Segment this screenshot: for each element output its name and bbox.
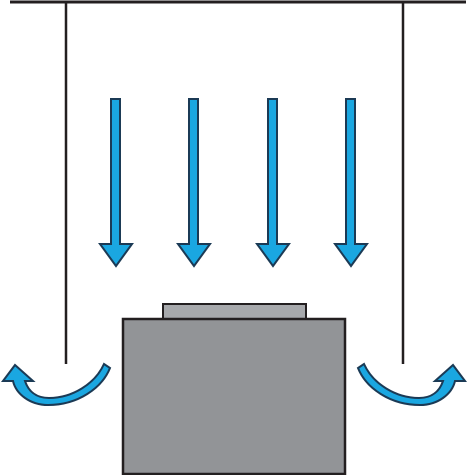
- right-return-arrow: [356, 362, 467, 407]
- downflow-arrow-3: [255, 98, 291, 268]
- downflow-arrow-2: [176, 98, 212, 268]
- equipment-body: [121, 317, 347, 475]
- left-return-arrow: [1, 362, 112, 407]
- downflow-arrow-4: [333, 98, 369, 268]
- equipment-top-plate: [162, 303, 307, 321]
- downflow-arrow-1: [98, 98, 134, 268]
- downflow-arrows: [98, 98, 369, 268]
